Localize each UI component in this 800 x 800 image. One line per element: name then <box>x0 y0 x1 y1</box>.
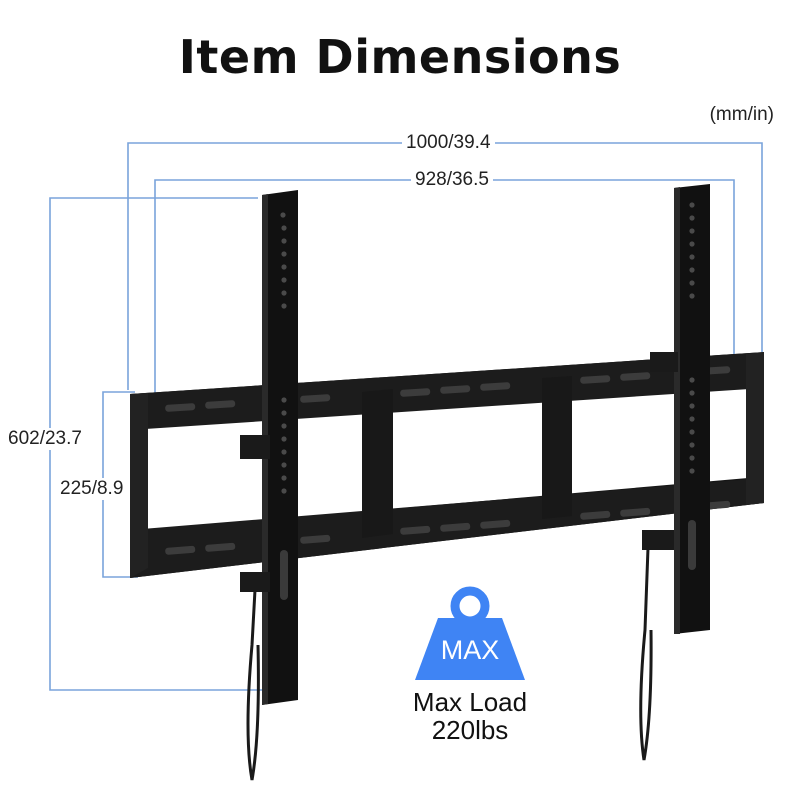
unit-label: (mm/in) <box>709 104 774 125</box>
left-end-cap <box>130 393 148 578</box>
max-load-title: Max Load <box>412 687 528 717</box>
weight-icon: MAX <box>415 586 525 680</box>
right-end-cap <box>746 352 764 505</box>
max-badge-text: MAX <box>441 635 500 665</box>
frame-width-label: 928/36.5 <box>411 169 493 191</box>
frame-height-label: 225/8.9 <box>56 478 128 500</box>
right-arm <box>642 184 710 634</box>
max-load-caption: Max Load 220lbs <box>380 688 560 744</box>
left-arm <box>240 190 298 705</box>
mount-frame <box>130 184 764 781</box>
top-rail-slots <box>165 366 731 412</box>
overall-height-label: 602/23.7 <box>4 428 86 450</box>
pull-cords <box>246 547 653 781</box>
max-load-value: 220lbs <box>431 715 509 745</box>
center-plate-right <box>542 376 572 519</box>
page-title: Item Dimensions <box>178 30 622 84</box>
center-plate-left <box>362 389 393 538</box>
overall-width-label: 1000/39.4 <box>402 132 495 154</box>
